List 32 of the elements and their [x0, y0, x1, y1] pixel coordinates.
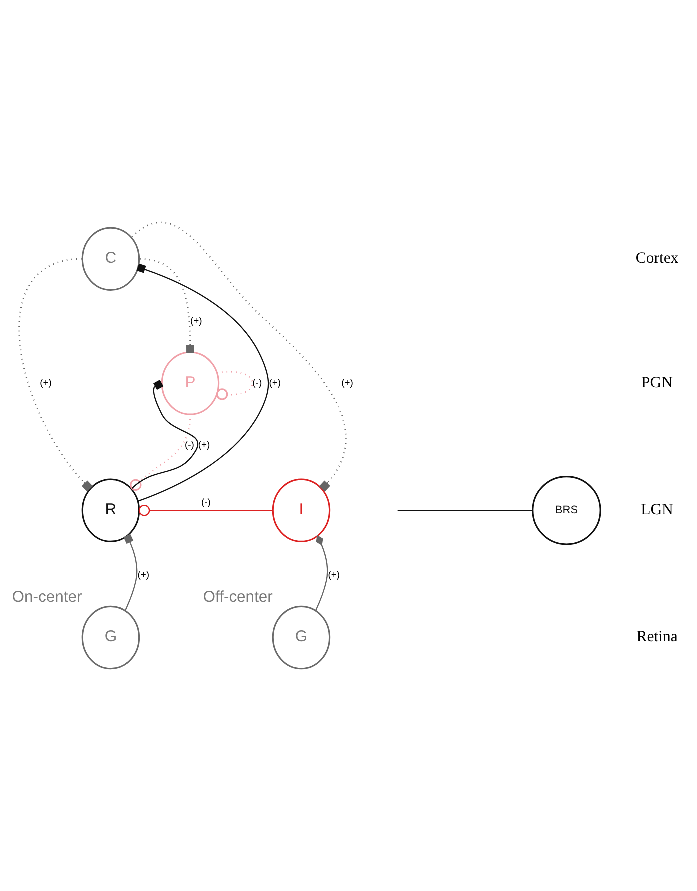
node-circle: G	[82, 606, 140, 670]
connector	[18, 258, 94, 492]
edge-label: (+)	[40, 378, 52, 389]
edge-label: (-)	[184, 440, 194, 452]
label: Retina	[636, 628, 678, 646]
connector	[132, 380, 199, 490]
node-circle: C	[82, 227, 140, 292]
label: Cortex	[636, 250, 679, 268]
edge-label: (-)	[202, 498, 211, 509]
connector	[398, 510, 533, 512]
connector	[140, 258, 194, 354]
edge-label: (+)	[269, 378, 281, 389]
edge-label: (+)	[198, 440, 210, 452]
connector	[132, 222, 347, 492]
connector	[136, 264, 270, 502]
edge-label: (+)	[328, 570, 340, 582]
edge-label: (+)	[342, 378, 354, 389]
node-circle: BRS	[532, 476, 602, 546]
label: LGN	[641, 502, 674, 519]
edge-label: (+)	[138, 570, 150, 582]
edge-label: (-)	[252, 378, 262, 389]
connector	[124, 534, 138, 612]
node-circle: P	[161, 352, 220, 416]
edge-label: (+)	[190, 316, 202, 327]
connector	[138, 505, 274, 516]
node-circle: G	[272, 606, 331, 670]
connector	[130, 414, 192, 491]
connector	[216, 371, 254, 400]
node-label: On-center	[12, 588, 82, 606]
node-label: Off-center	[203, 588, 273, 606]
label: PGN	[642, 374, 674, 392]
connector	[315, 535, 328, 612]
